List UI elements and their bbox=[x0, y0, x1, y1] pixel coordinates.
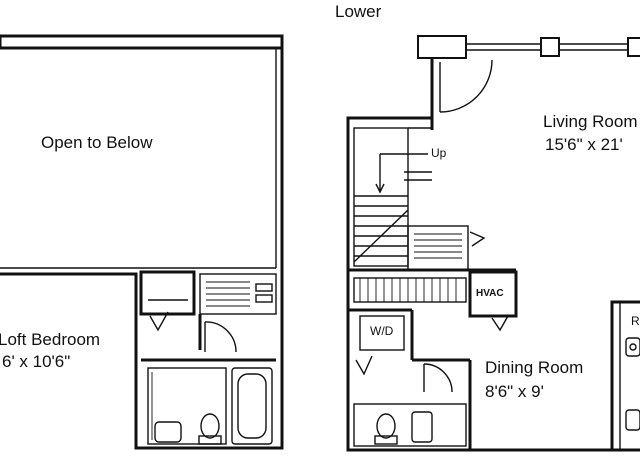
loft-bedroom-label: Loft Bedroom bbox=[0, 330, 101, 349]
refrigerator-label: R bbox=[631, 314, 640, 328]
loft-bathroom-fixtures bbox=[147, 367, 273, 445]
dining-room-size: 8'6" x 9' bbox=[485, 382, 544, 401]
dining-room-label: Dining Room bbox=[485, 358, 584, 377]
living-room-size: 15'6" x 21' bbox=[545, 135, 623, 154]
living-room-label: Living Room bbox=[543, 112, 638, 131]
hvac-label: HVAC bbox=[476, 288, 504, 299]
stairs-up-label: Up bbox=[431, 146, 447, 160]
level-title: Lower bbox=[335, 2, 382, 21]
washer-dryer-label: W/D bbox=[370, 324, 394, 338]
lower-walls bbox=[346, 35, 640, 452]
loft-walls bbox=[0, 34, 284, 450]
open-to-below-label: Open to Below bbox=[41, 133, 153, 152]
loft-bedroom-size: 6' x 10'6" bbox=[2, 352, 71, 371]
